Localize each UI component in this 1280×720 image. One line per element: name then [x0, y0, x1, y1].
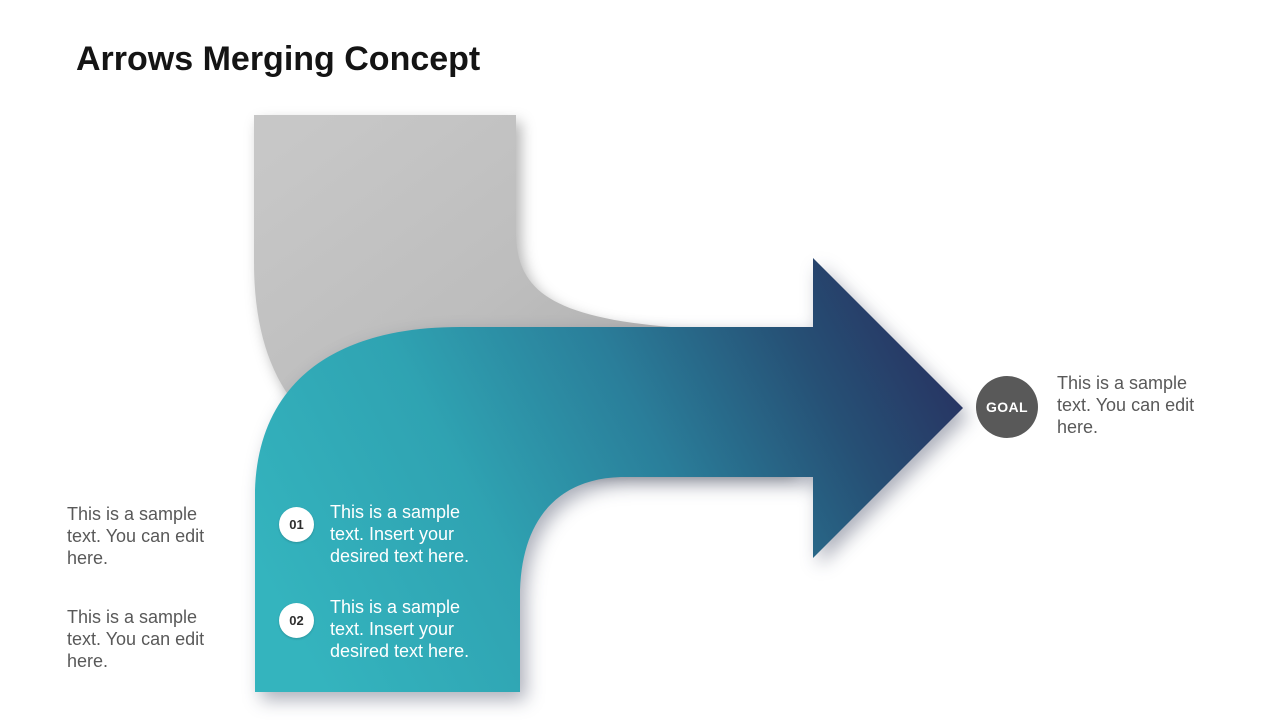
- goal-note: This is a sample text. You can edit here…: [1057, 373, 1195, 437]
- slide-title: Arrows Merging Concept: [76, 40, 481, 78]
- step-text-01: This is a sample text. Insert your desir…: [330, 502, 470, 566]
- left-note-1: This is a sample text. You can edit here…: [67, 504, 205, 568]
- teal-goal-arrow-shape: [255, 258, 963, 692]
- left-note-2: This is a sample text. You can edit here…: [67, 607, 205, 671]
- step-text-02: This is a sample text. Insert your desir…: [330, 597, 470, 661]
- step-number-badge-01: 01: [279, 507, 314, 542]
- step-number-badge-02: 02: [279, 603, 314, 638]
- goal-badge: GOAL: [976, 376, 1038, 438]
